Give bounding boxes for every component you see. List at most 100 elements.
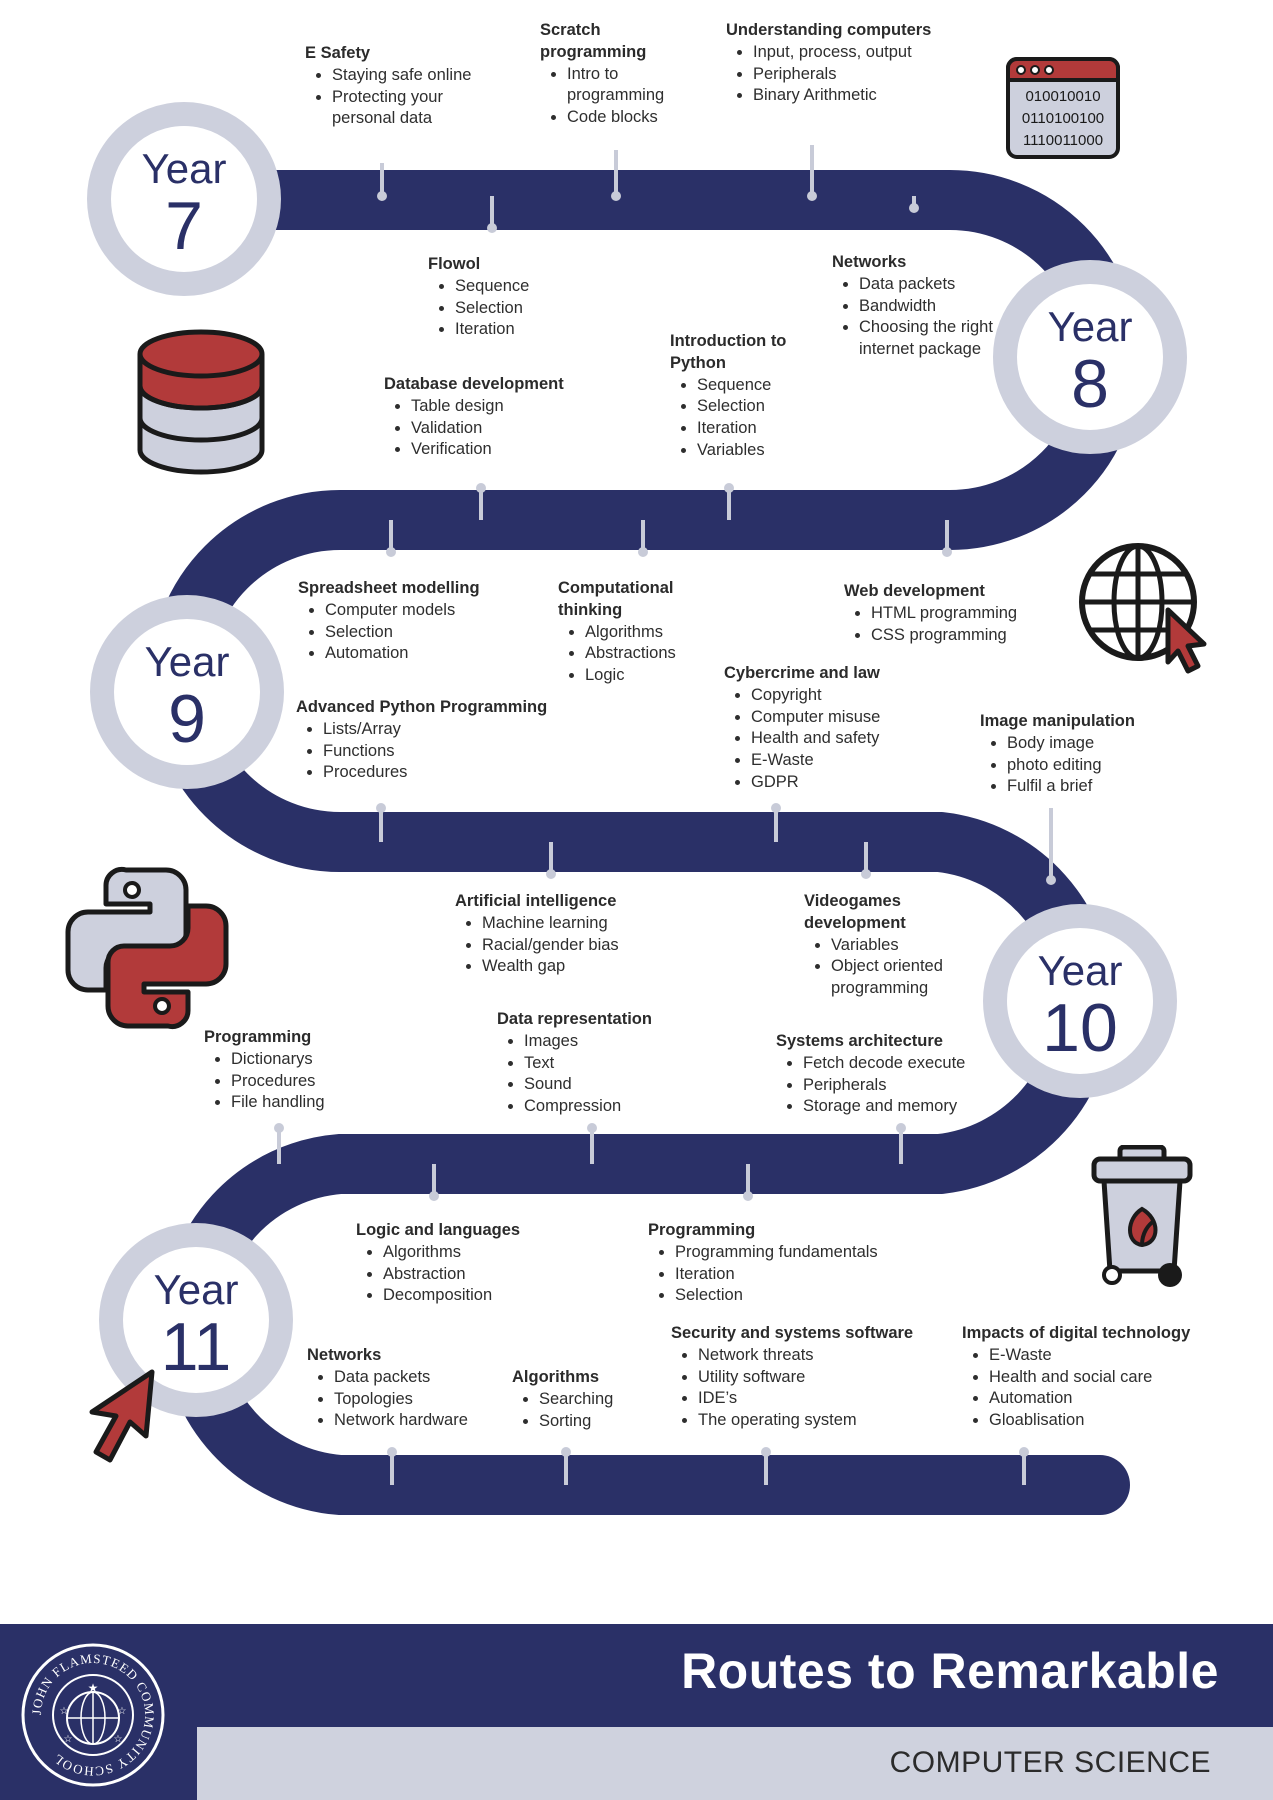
year-label: Year bbox=[144, 638, 230, 685]
topic-item: Algorithms bbox=[585, 622, 718, 644]
topic-ai: Artificial intelligenceMachine learningR… bbox=[455, 891, 675, 978]
year-8-badge: Year 8 bbox=[992, 259, 1188, 455]
cursor-arrow-icon bbox=[86, 1368, 158, 1473]
topic-image-manipulation: Image manipulationBody imagephoto editin… bbox=[980, 711, 1180, 798]
topic-title: Web development bbox=[844, 582, 985, 600]
topic-item: E-Waste bbox=[751, 750, 934, 772]
topic-list: Data packetsTopologiesNetwork hardware bbox=[307, 1367, 507, 1432]
topic-flowol: FlowolSequenceSelectionIteration bbox=[428, 254, 588, 341]
topic-item: Staying safe online bbox=[332, 65, 505, 87]
topic-title: Algorithms bbox=[512, 1368, 600, 1386]
topic-title: Security and systems software bbox=[671, 1324, 914, 1342]
topic-list: VariablesObject oriented programming bbox=[804, 935, 974, 1000]
footer-subject: COMPUTER SCIENCE bbox=[889, 1746, 1211, 1779]
pin-dot bbox=[638, 547, 648, 557]
year-7-badge: Year 7 bbox=[86, 101, 282, 297]
topic-item: Copyright bbox=[751, 685, 934, 707]
topic-title: Introduction to Python bbox=[670, 332, 787, 372]
pin-dot bbox=[743, 1191, 753, 1201]
pin-dot bbox=[1046, 875, 1056, 885]
svg-text:☆: ☆ bbox=[114, 1734, 123, 1745]
pin-dot bbox=[386, 547, 396, 557]
pin-dot bbox=[861, 869, 871, 879]
topic-list: Fetch decode executePeripheralsStorage a… bbox=[776, 1053, 1006, 1118]
topic-scratch: Scratch programmingIntro to programmingC… bbox=[540, 20, 700, 129]
topic-item: The operating system bbox=[698, 1410, 941, 1432]
topic-item: Protecting your personal data bbox=[332, 87, 505, 131]
svg-text:☆: ☆ bbox=[64, 1734, 73, 1745]
topic-list: SearchingSorting bbox=[512, 1389, 662, 1433]
topic-item: Code blocks bbox=[567, 107, 700, 129]
topic-item: Compression bbox=[524, 1096, 697, 1118]
pin-dot bbox=[377, 191, 387, 201]
pin-dot bbox=[587, 1123, 597, 1133]
topic-item: Table design bbox=[411, 396, 624, 418]
topic-title: Cybercrime and law bbox=[724, 664, 880, 682]
topic-title: Database development bbox=[384, 375, 564, 393]
topic-item: Object oriented programming bbox=[831, 956, 974, 1000]
topic-title: Spreadsheet modelling bbox=[298, 579, 480, 597]
topic-item: Data packets bbox=[334, 1367, 507, 1389]
globe-cursor-icon bbox=[1078, 540, 1210, 679]
pin-dot bbox=[274, 1123, 284, 1133]
year-10-badge: Year 10 bbox=[982, 903, 1178, 1099]
topic-item: Sequence bbox=[455, 276, 588, 298]
topic-item: Algorithms bbox=[383, 1242, 556, 1264]
pin-dot bbox=[724, 483, 734, 493]
topic-videogames: Videogames developmentVariablesObject or… bbox=[804, 891, 974, 1000]
year-label: Year bbox=[1047, 303, 1133, 350]
topic-item: Verification bbox=[411, 439, 624, 461]
year-label: Year bbox=[141, 145, 227, 192]
topic-list: CopyrightComputer misuseHealth and safet… bbox=[724, 685, 934, 794]
topic-list: ImagesTextSoundCompression bbox=[497, 1031, 697, 1118]
topic-item: Selection bbox=[325, 622, 528, 644]
topic-item: Racial/gender bias bbox=[482, 935, 675, 957]
binary-window-icon: 010010010 0110100100 1110011000 bbox=[1005, 56, 1121, 165]
svg-text:☆: ☆ bbox=[118, 1706, 127, 1717]
binary-line-3: 1110011000 bbox=[1023, 132, 1103, 149]
recycle-bin-icon bbox=[1090, 1144, 1194, 1294]
year-label: Year bbox=[153, 1266, 239, 1313]
topic-item: Variables bbox=[831, 935, 974, 957]
topic-item: Abstraction bbox=[383, 1264, 556, 1286]
topic-item: Peripherals bbox=[753, 64, 946, 86]
topic-item: Body image bbox=[1007, 733, 1180, 755]
topic-item: Images bbox=[524, 1031, 697, 1053]
topic-item: Searching bbox=[539, 1389, 662, 1411]
topic-intro-python: Introduction to PythonSequenceSelectionI… bbox=[670, 331, 820, 462]
topic-algorithms: AlgorithmsSearchingSorting bbox=[512, 1367, 662, 1432]
topic-title: Image manipulation bbox=[980, 712, 1135, 730]
topic-title: E Safety bbox=[305, 44, 371, 62]
topic-systems-architecture: Systems architectureFetch decode execute… bbox=[776, 1031, 1006, 1118]
pin-dot bbox=[487, 223, 497, 233]
topic-title: Videogames development bbox=[804, 892, 906, 932]
topic-title: Understanding computers bbox=[726, 21, 932, 39]
year-number: 11 bbox=[160, 1309, 232, 1385]
topic-title: Advanced Python Programming bbox=[296, 698, 548, 716]
topic-list: Table designValidationVerification bbox=[384, 396, 624, 461]
topic-data-representation: Data representationImagesTextSoundCompre… bbox=[497, 1009, 697, 1118]
topic-item: File handling bbox=[231, 1092, 374, 1114]
topic-item: Decomposition bbox=[383, 1285, 556, 1307]
pin-dot bbox=[896, 1123, 906, 1133]
topic-item: Variables bbox=[697, 440, 820, 462]
topic-item: Input, process, output bbox=[753, 42, 946, 64]
topic-item: Computer models bbox=[325, 600, 528, 622]
topic-title: Data representation bbox=[497, 1010, 652, 1028]
topic-item: Topologies bbox=[334, 1389, 507, 1411]
topic-list: Lists/ArrayFunctionsProcedures bbox=[296, 719, 586, 784]
topic-item: IDE’s bbox=[698, 1388, 941, 1410]
pin-dot bbox=[807, 191, 817, 201]
topic-item: Wealth gap bbox=[482, 956, 675, 978]
topic-item: Procedures bbox=[231, 1071, 374, 1093]
topic-advanced-python: Advanced Python ProgrammingLists/ArrayFu… bbox=[296, 697, 586, 784]
topic-item: Binary Arithmetic bbox=[753, 85, 946, 107]
topic-item: Gloablisation bbox=[989, 1410, 1232, 1432]
svg-text:★: ★ bbox=[88, 1681, 99, 1695]
pin-dot bbox=[546, 869, 556, 879]
topic-item: Selection bbox=[697, 396, 820, 418]
topic-database: Database developmentTable designValidati… bbox=[384, 374, 624, 461]
topic-item: Procedures bbox=[323, 762, 586, 784]
topic-item: Lists/Array bbox=[323, 719, 586, 741]
topic-item: E-Waste bbox=[989, 1345, 1232, 1367]
